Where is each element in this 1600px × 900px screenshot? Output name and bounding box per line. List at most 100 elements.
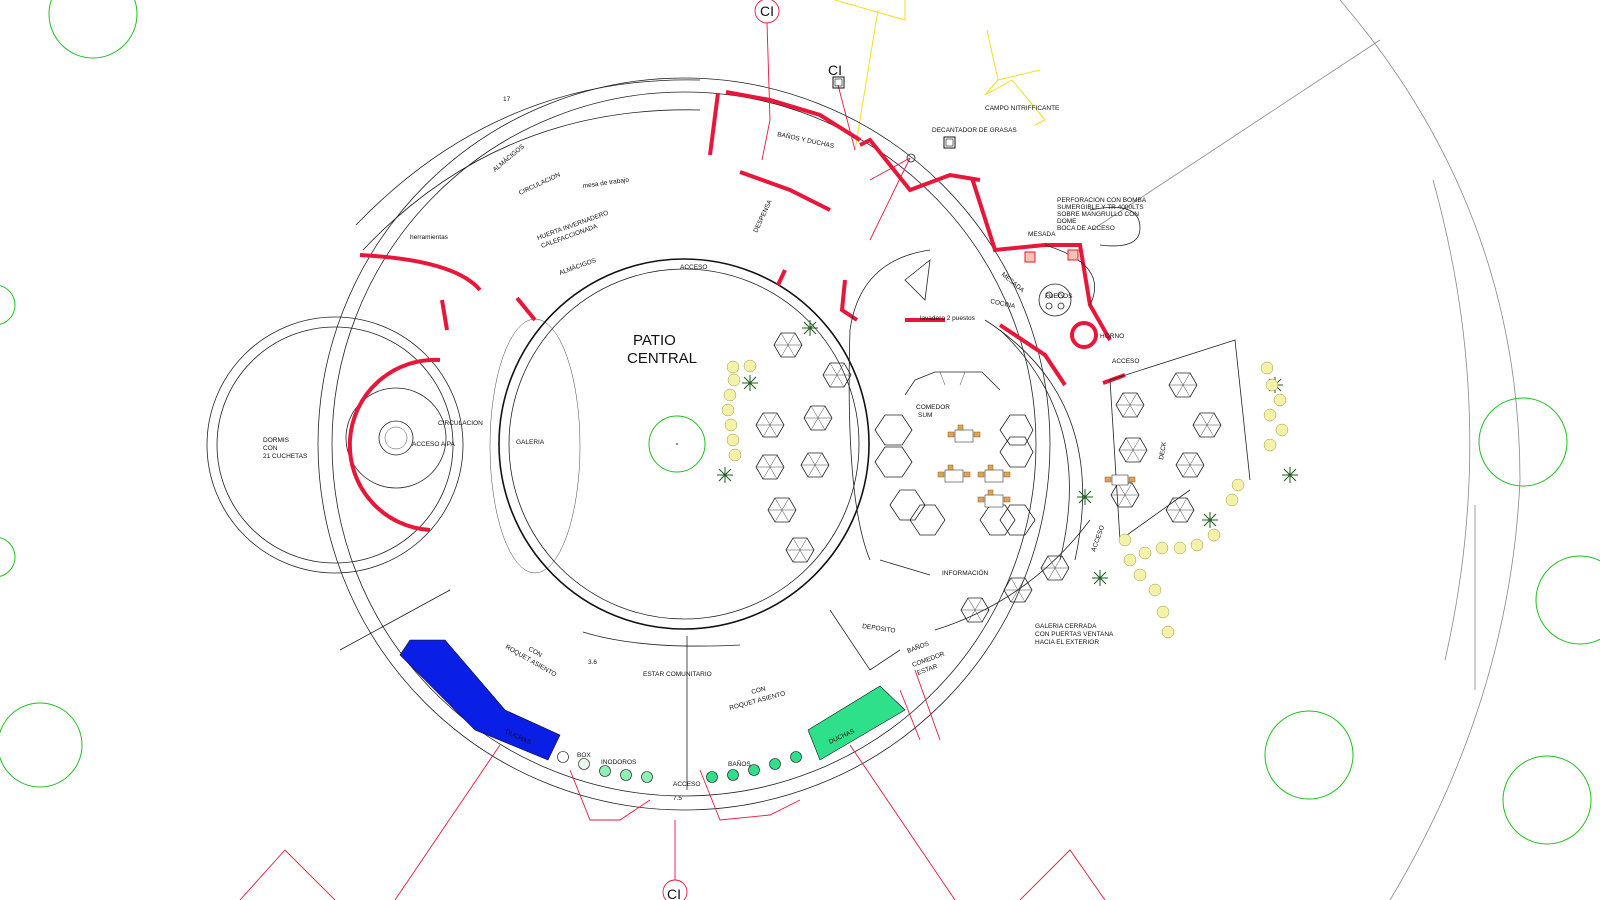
label-ci-top2: CI	[828, 62, 842, 78]
shower-blocks	[399, 639, 906, 761]
label-estar-comunitario: ESTAR COMUNITARIO	[643, 671, 712, 678]
hexagon-table-icon	[803, 405, 833, 431]
bush-icon	[1265, 378, 1279, 392]
bush-icon	[1225, 493, 1239, 507]
label-patio: PATIO	[633, 332, 676, 349]
label-perforacion-2: SUMERGIBLE Y TR 4000LTS	[1057, 204, 1144, 211]
table-chairs-icon	[977, 464, 1011, 483]
label-perforacion-3: SOBRE MANGRULLO CON	[1057, 211, 1139, 218]
label-acceso-top: ACCESO	[680, 264, 707, 271]
label-lavadero: lavadero 2 puestos	[920, 315, 976, 322]
hexagon-table-icon	[1040, 555, 1070, 581]
label-comedor-2: SUM	[918, 412, 932, 419]
label-circulacion-2: CIRCULACION	[438, 420, 483, 427]
bush-icon	[1190, 538, 1204, 552]
label-banos-duchas: BAÑOS Y DUCHAS	[777, 129, 836, 150]
table-chairs-icon	[947, 424, 981, 443]
dining-seating	[874, 414, 1036, 536]
bush-icon	[1231, 478, 1245, 492]
hexagon-table-icon	[1110, 482, 1140, 508]
kitchen-fixtures	[1024, 249, 1079, 317]
label-ci-bottom: CI	[667, 886, 681, 900]
bush-icon	[1173, 541, 1187, 555]
label-banos-bottom: BAÑOS	[728, 759, 751, 768]
label-decantador: DECANTADOR DE GRASAS	[932, 127, 1017, 134]
table-chairs-icon	[1104, 474, 1136, 486]
hexagon-table-icon	[755, 454, 785, 480]
label-horno: HORNO	[1100, 333, 1124, 340]
bush-icon	[1263, 438, 1277, 452]
label-herramientas: herramientas	[410, 234, 449, 241]
palm-plant-icon	[742, 375, 758, 391]
hexagon-table-icon	[1003, 577, 1033, 603]
label-informacion: INFORMACIÓN	[942, 568, 989, 577]
bush-icon	[723, 388, 737, 402]
label-perforacion-5: BOCA DE ACCESO	[1057, 225, 1115, 232]
label-galeria-cerrada-2: CON PUERTAS VENTANA	[1035, 631, 1114, 638]
label-box: BOX	[577, 752, 591, 759]
bush-icon	[726, 360, 740, 374]
label-dim-36: 3.6	[588, 659, 597, 666]
dormitory-wing	[206, 253, 482, 574]
label-circulacion-1: CIRCULACION	[518, 171, 562, 196]
bush-icon	[1118, 533, 1132, 547]
label-dormis-3: 21 CUCHETAS	[263, 453, 308, 460]
site-outlines	[1091, 0, 1521, 900]
hexagon-table-icon	[960, 597, 990, 623]
bush-icon	[724, 418, 738, 432]
bush-icon	[1161, 625, 1175, 639]
fixtures	[557, 751, 802, 783]
label-galeria: GALERIA	[516, 439, 545, 446]
bush-icon	[743, 359, 757, 373]
label-roquet-2a: CON	[751, 685, 767, 696]
label-ci-top: CI	[760, 3, 774, 19]
label-acceso-pa: ACCESO A PA	[412, 441, 456, 448]
inspection-boxes	[832, 76, 956, 163]
hexagon-tables	[755, 332, 1222, 623]
label-mesa-trabajo: mesa de trabajo	[582, 177, 630, 190]
dining-wing	[829, 207, 1251, 671]
palm-plant-icon	[1202, 512, 1218, 528]
burner-icon	[1045, 291, 1065, 310]
bush-icon	[1263, 408, 1277, 422]
label-fuegos: FUEGOS	[1045, 293, 1073, 300]
hexagon-table-icon	[800, 452, 830, 478]
hexagon-table-icon	[773, 332, 803, 358]
label-dim-17: 17	[503, 96, 511, 103]
hexagon-table-icon	[767, 497, 797, 523]
bush-icon	[1207, 528, 1221, 542]
bush-icon	[1275, 423, 1289, 437]
palm-plant-icon	[1077, 489, 1093, 505]
table-chairs-icon	[977, 489, 1011, 508]
septic-lines	[834, 0, 1046, 151]
palm-plant-icon	[1092, 570, 1108, 586]
label-inodoros: INODOROS	[601, 759, 637, 766]
bush-icon	[1260, 361, 1274, 375]
label-deposito: DEPOSITO	[862, 623, 896, 635]
bush-icon	[1133, 568, 1147, 582]
bushes	[721, 359, 1289, 639]
drain-lines	[239, 0, 1106, 900]
hexagon-table-icon	[1165, 497, 1195, 523]
bush-icon	[1123, 553, 1137, 567]
hexagon-table-icon	[1192, 412, 1222, 438]
hexagon-table-icon	[755, 412, 785, 438]
bush-icon	[1273, 393, 1287, 407]
palm-plant-icon	[717, 467, 733, 483]
bush-icon	[726, 433, 740, 447]
label-despensa: DESPENSA	[752, 198, 774, 234]
label-dormis-2: CON	[263, 445, 278, 452]
label-almacigos-2: ALMÁCIGOS	[558, 255, 598, 277]
bush-icon	[1156, 605, 1170, 619]
bush-icon	[1155, 541, 1169, 555]
label-central: CENTRAL	[627, 350, 697, 367]
label-perforacion-1: PERFORACION CON BOMBA	[1057, 197, 1147, 204]
label-galeria-cerrada-3: HACIA EL EXTERIOR	[1035, 639, 1099, 646]
bush-icon	[727, 373, 741, 387]
hexagon-table-icon	[785, 537, 815, 563]
hexagon-table-icon	[1175, 452, 1205, 478]
bush-icon	[728, 448, 742, 462]
label-galeria-cerrada-1: GALERIA CERRADA	[1035, 623, 1097, 630]
label-cocina: COCINA	[990, 298, 1017, 310]
